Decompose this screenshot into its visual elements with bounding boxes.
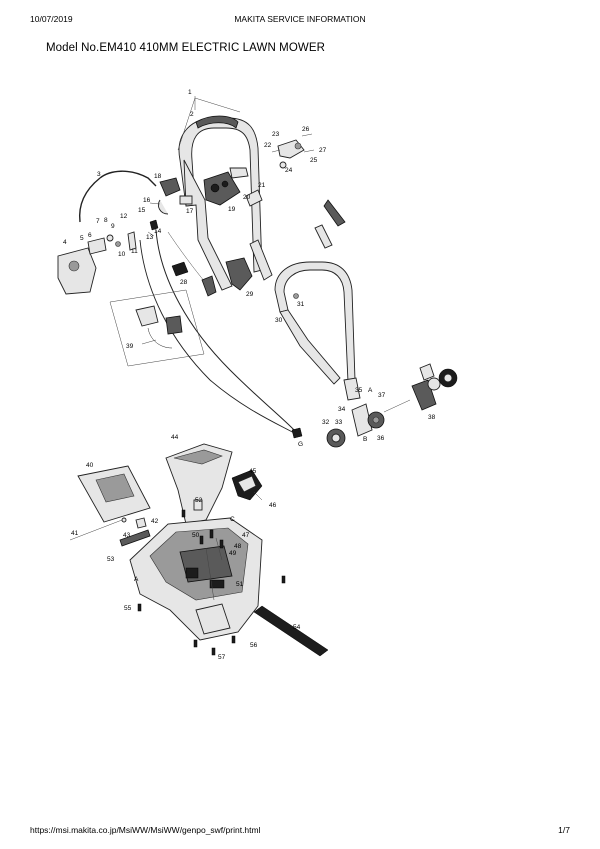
callout-1: 1 (188, 89, 192, 96)
callout-9: 9 (111, 223, 115, 230)
spacer-part (193, 499, 203, 511)
plug-and-lever (171, 257, 253, 291)
callout-42: 42 (151, 518, 159, 525)
callout-b: B (363, 436, 367, 443)
callout-32: 32 (322, 419, 330, 426)
callout-29: 29 (246, 291, 254, 298)
callout-7: 7 (96, 218, 100, 225)
header-title: MAKITA SERVICE INFORMATION (234, 14, 366, 24)
callout-3: 3 (97, 171, 101, 178)
callout-23: 23 (272, 131, 280, 138)
callout-56: 56 (250, 642, 258, 649)
callout-41: 41 (71, 530, 79, 537)
callout-47: 47 (242, 532, 250, 539)
upper-handle-part (177, 96, 346, 291)
callout-27: 27 (319, 147, 327, 154)
height-knob (231, 469, 263, 501)
callout-36: 36 (377, 435, 385, 442)
callout-6: 6 (88, 232, 92, 239)
mower-deck (129, 517, 263, 641)
handle-cover (165, 443, 233, 525)
callout-24: 24 (285, 167, 293, 174)
callout-28: 28 (180, 279, 188, 286)
callout-10: 10 (118, 251, 126, 258)
callout-49: 49 (229, 550, 237, 557)
callout-17: 17 (186, 208, 194, 215)
callout-a-lower: A (134, 576, 139, 583)
callout-30: 30 (275, 317, 283, 324)
callout-52: 52 (195, 497, 203, 504)
callout-53: 53 (107, 556, 115, 563)
callout-21: 21 (258, 182, 266, 189)
callout-31: 31 (297, 301, 305, 308)
callout-5: 5 (80, 235, 84, 242)
callout-12: 12 (120, 213, 128, 220)
callout-46: 46 (269, 502, 277, 509)
callout-8: 8 (104, 217, 108, 224)
rear-flap-parts (119, 517, 151, 547)
screw-parts (137, 509, 286, 656)
footer-url: https://msi.makita.co.jp/MsiWW/MsiWW/gen… (30, 825, 261, 835)
cutting-blade (253, 605, 329, 657)
callout-44: 44 (171, 434, 179, 441)
cable-clamp-parts (271, 133, 315, 169)
height-adjuster-parts (326, 363, 458, 448)
callout-35: 35 (355, 387, 363, 394)
callout-19: 19 (228, 206, 236, 213)
callout-18: 18 (154, 173, 162, 180)
callout-25: 25 (310, 157, 318, 164)
callout-45: 45 (249, 468, 257, 475)
callout-16: 16 (143, 197, 151, 204)
callout-13: 13 (146, 234, 154, 241)
callout-2: 2 (190, 111, 194, 118)
callout-57: 57 (218, 654, 226, 661)
callout-55: 55 (124, 605, 132, 612)
callout-37: 37 (378, 392, 386, 399)
callout-g: G (298, 441, 303, 448)
callout-43: 43 (123, 532, 131, 539)
callout-34: 34 (338, 406, 346, 413)
callout-39: 39 (126, 343, 134, 350)
callout-33: 33 (335, 419, 343, 426)
main-cable (139, 229, 303, 439)
callout-4: 4 (63, 239, 67, 246)
callout-11: 11 (131, 248, 138, 255)
callout-c: C (230, 516, 235, 523)
cable-and-brackets (57, 170, 159, 295)
callout-labels: 1 2 3 4 5 6 7 8 9 10 11 12 13 14 15 16 1… (63, 89, 436, 661)
callout-50: 50 (192, 532, 200, 539)
callout-14: 14 (154, 228, 162, 235)
callout-54: 54 (293, 624, 301, 631)
callout-20: 20 (243, 194, 251, 201)
callout-38: 38 (428, 414, 436, 421)
callout-15: 15 (138, 207, 146, 214)
callout-22: 22 (264, 142, 272, 149)
callout-48: 48 (234, 543, 242, 550)
plug-set-box (109, 289, 205, 367)
callout-51: 51 (236, 581, 244, 588)
footer-page-number: 1/7 (558, 825, 570, 835)
header-date: 10/07/2019 (30, 14, 73, 24)
callout-26: 26 (302, 126, 310, 133)
lever-and-knobs (149, 177, 193, 215)
grass-bag-cover (69, 465, 151, 541)
switch-box-part (203, 167, 263, 207)
callout-40: 40 (86, 462, 94, 469)
page-title: Model No.EM410 410MM ELECTRIC LAWN MOWER (46, 42, 326, 54)
callout-a-upper: A (368, 387, 373, 394)
lower-handle-part (274, 261, 361, 401)
